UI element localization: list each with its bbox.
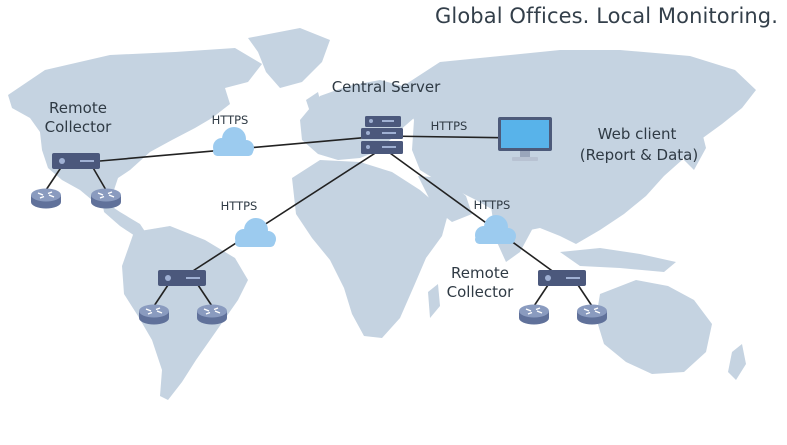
remote-collector-na-sublabel: Collector bbox=[45, 118, 113, 136]
map-central-america bbox=[102, 200, 148, 238]
cloud-icon bbox=[235, 218, 276, 247]
server-stack-icon bbox=[361, 116, 403, 154]
map-japan bbox=[684, 124, 706, 170]
central-server-label: Central Server bbox=[332, 78, 441, 96]
map-africa bbox=[292, 160, 448, 338]
link-asia-router-left bbox=[533, 281, 551, 307]
https-label-sa: HTTPS bbox=[221, 199, 258, 213]
diagram-labels: Central Server Web client (Report & Data… bbox=[45, 78, 699, 301]
monitor-icon bbox=[498, 117, 552, 161]
map-indonesia bbox=[560, 248, 676, 272]
https-label-asia: HTTPS bbox=[474, 198, 511, 212]
server-icon bbox=[538, 270, 586, 286]
link-sa-to-central bbox=[181, 147, 384, 279]
web-client bbox=[498, 117, 552, 161]
map-new-zealand bbox=[728, 344, 746, 380]
link-sa-router-right bbox=[195, 281, 213, 307]
https-label-web: HTTPS bbox=[431, 119, 468, 133]
map-greenland bbox=[248, 28, 330, 88]
web-client-label: Web client bbox=[598, 125, 677, 143]
map-australia bbox=[596, 280, 712, 374]
cloud-icon bbox=[213, 127, 254, 156]
router-icon bbox=[30, 187, 62, 210]
router-icon bbox=[196, 303, 228, 326]
server-icon bbox=[52, 153, 100, 169]
router-icon bbox=[518, 303, 550, 326]
map-madagascar bbox=[428, 284, 440, 318]
router-icon bbox=[90, 187, 122, 210]
central-server bbox=[361, 116, 403, 154]
map-uk bbox=[306, 92, 322, 118]
web-client-sublabel: (Report & Data) bbox=[580, 146, 698, 164]
map-asia bbox=[400, 50, 756, 244]
link-asia-router-right bbox=[575, 281, 593, 307]
server-icon bbox=[158, 270, 206, 286]
remote-collector-asia-label: Remote bbox=[451, 264, 509, 282]
remote-collector-na-label: Remote bbox=[49, 99, 107, 117]
https-label-na: HTTPS bbox=[212, 113, 249, 127]
router-icon bbox=[576, 303, 608, 326]
link-sa-router-left bbox=[153, 281, 171, 307]
page-title: Global Offices. Local Monitoring. bbox=[435, 4, 778, 28]
router-icon bbox=[138, 303, 170, 326]
link-na-router-right bbox=[91, 165, 107, 191]
remote-collector-asia-sublabel: Collector bbox=[447, 283, 515, 301]
remote-collector-asia bbox=[518, 270, 608, 326]
map-arabia bbox=[418, 176, 472, 222]
map-south-america bbox=[122, 226, 248, 400]
link-na-router-left bbox=[45, 165, 63, 191]
link-central-to-asia bbox=[382, 147, 563, 279]
